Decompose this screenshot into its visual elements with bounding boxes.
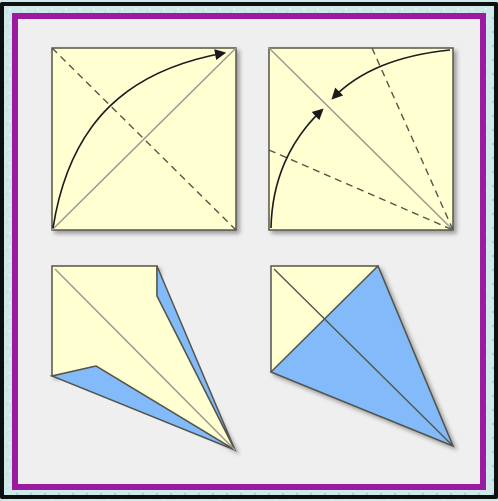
step-1-crease-diagonal bbox=[51, 47, 237, 231]
step-2-valley-fold-line-top bbox=[371, 47, 454, 231]
step-2-fold-arrow-top bbox=[331, 49, 451, 100]
step-3-diagram bbox=[49, 265, 237, 452]
step-4-crease-diagonal bbox=[273, 268, 454, 447]
step-2-valley-fold-line-left bbox=[268, 149, 454, 231]
step-3-crease-diagonal bbox=[54, 268, 236, 451]
step-1-fold-arrow bbox=[52, 49, 227, 229]
step-2-diagram bbox=[268, 47, 454, 231]
step-4-diagram bbox=[269, 264, 455, 448]
step-2-fold-arrow-left bbox=[270, 108, 324, 229]
step-3-flap-right bbox=[156, 265, 236, 451]
step-3-flap-left bbox=[49, 365, 236, 451]
step-1-diagram bbox=[51, 47, 237, 231]
step-2-crease-diagonal bbox=[268, 47, 454, 231]
